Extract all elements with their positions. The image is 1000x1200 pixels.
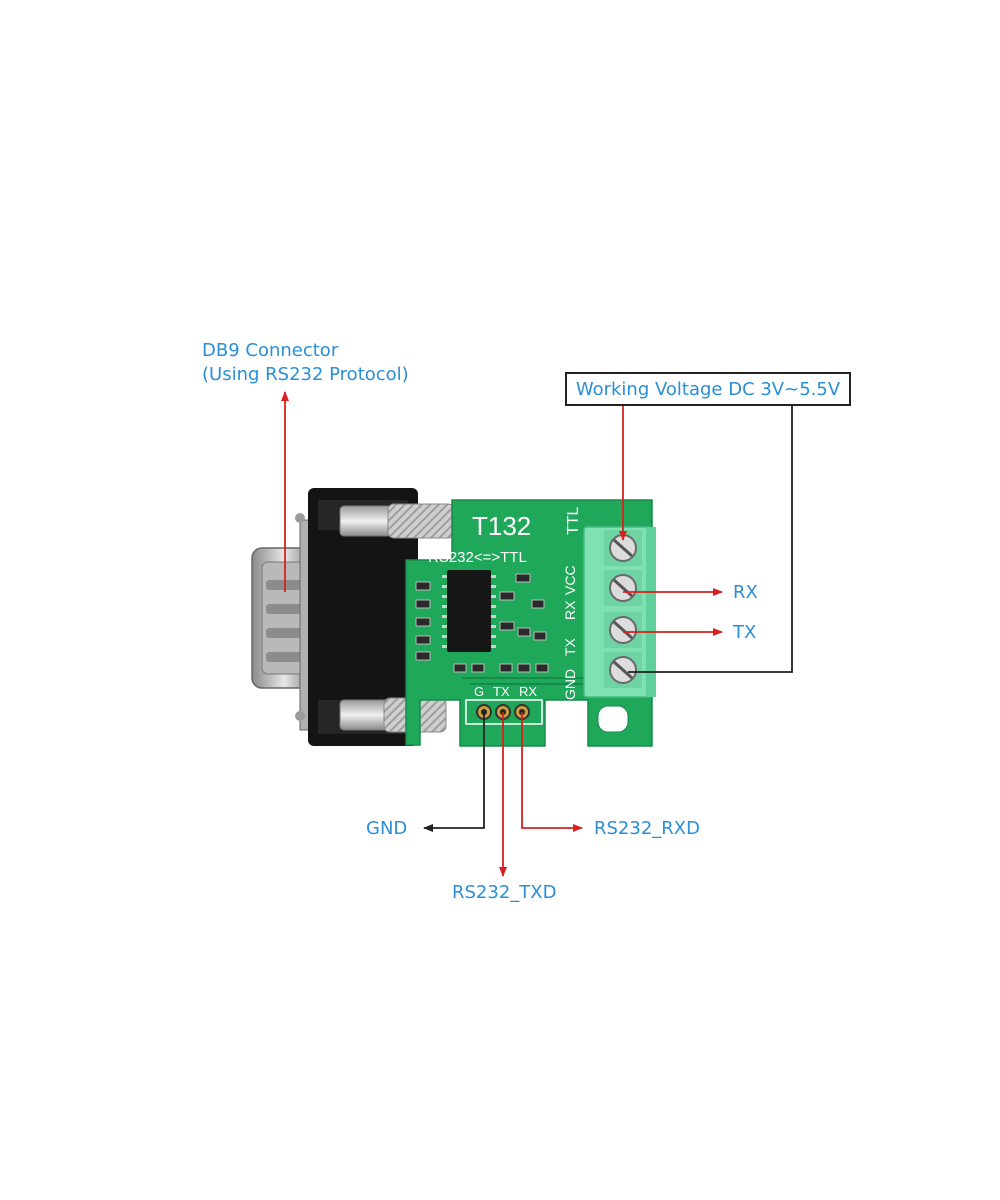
pin-label-tx: TX	[562, 637, 578, 656]
db9-connector	[251, 488, 455, 746]
tx-label: TX	[733, 622, 757, 643]
pin-label-rx: RX	[562, 600, 578, 620]
rs232-rxd-arrow	[521, 712, 583, 832]
thumbscrew-bottom	[339, 697, 447, 733]
rs232-rxd-label: RS232_RXD	[594, 818, 700, 839]
function-label: RS232<=>TTL	[428, 549, 527, 566]
gnd-label: GND	[366, 818, 408, 839]
rs232-txd-label: RS232_TXD	[452, 882, 557, 903]
header-label-g: G	[474, 684, 484, 699]
pin-label-vcc: VCC	[562, 565, 578, 595]
ttl-label: TTL	[565, 506, 582, 535]
gnd-voltage-line	[628, 406, 793, 673]
max232-chip	[442, 570, 496, 652]
header-label-tx: TX	[493, 684, 510, 699]
gnd-header-arrow	[423, 712, 485, 832]
header-name-label: RS232	[548, 729, 585, 743]
model-label: T132	[472, 511, 531, 541]
smd-components	[415, 573, 590, 685]
thumbscrew-top	[339, 503, 455, 539]
pin-label-gnd: GND	[562, 669, 578, 700]
terminal-screw-gnd	[604, 652, 642, 688]
terminal-block	[583, 526, 656, 698]
working-voltage-box: Working Voltage DC 3V~5.5V	[565, 372, 851, 406]
rx-label: RX	[733, 582, 758, 603]
header-label-rx: RX	[519, 684, 537, 699]
db9-body	[308, 488, 418, 746]
terminal-screw-rx	[604, 570, 642, 606]
db9-label-line1: DB9 Connector	[202, 340, 339, 361]
terminal-screw-tx	[604, 612, 642, 648]
db9-label-line2: (Using RS232 Protocol)	[202, 364, 409, 385]
